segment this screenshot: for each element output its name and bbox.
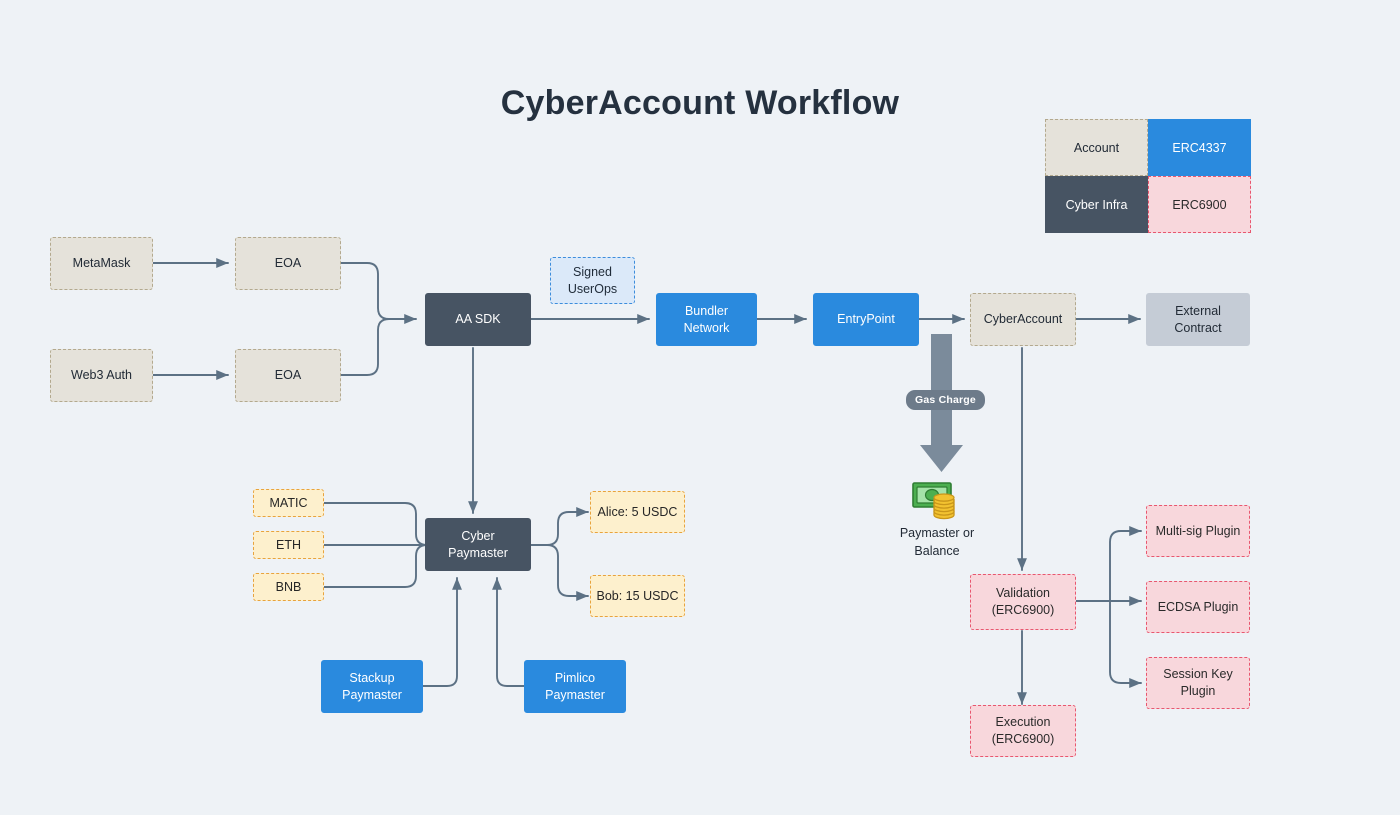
node-label-external-line1: External	[1175, 303, 1221, 318]
node-session-key-plugin[interactable]: Session Key Plugin	[1146, 657, 1250, 709]
node-label-external-line2: Contract	[1174, 320, 1222, 335]
page-title: CyberAccount Workflow	[500, 84, 900, 122]
node-label-ecdsa: ECDSA Plugin	[1157, 599, 1239, 614]
paymaster-balance-caption: Paymaster or Balance	[862, 524, 1012, 560]
node-label-pimlico-line2: Paymaster	[545, 687, 605, 702]
node-ecdsa-plugin[interactable]: ECDSA Plugin	[1146, 581, 1250, 633]
legend-label-erc4337: ERC4337	[1172, 140, 1227, 155]
node-matic[interactable]: MATIC	[253, 489, 324, 517]
legend-cell-erc6900: ERC6900	[1148, 176, 1251, 233]
node-eth[interactable]: ETH	[253, 531, 324, 559]
node-label-cyber-paymaster-line2: Paymaster	[448, 545, 508, 560]
node-web3-auth[interactable]: Web3 Auth	[50, 349, 153, 402]
node-eoa-bottom[interactable]: EOA	[235, 349, 341, 402]
node-metamask[interactable]: MetaMask	[50, 237, 153, 290]
node-stackup-paymaster[interactable]: Stackup Paymaster	[321, 660, 423, 713]
legend-cell-account: Account	[1045, 119, 1148, 176]
node-label-pimlico-line1: Pimlico	[554, 670, 596, 685]
node-label-sessionkey-line1: Session Key	[1163, 667, 1233, 682]
node-label-execution-line1: Execution	[995, 715, 1051, 730]
node-label-alice: Alice: 5 USDC	[597, 504, 678, 519]
node-aa-sdk[interactable]: AA SDK	[425, 293, 531, 346]
paymaster-balance-line2: Balance	[914, 544, 960, 559]
node-multisig-plugin[interactable]: Multi-sig Plugin	[1146, 505, 1250, 557]
node-entrypoint[interactable]: EntryPoint	[813, 293, 919, 346]
node-label-execution-line2: (ERC6900)	[991, 732, 1055, 746]
node-label-validation-line1: Validation	[996, 586, 1050, 601]
money-banknote-coins-icon	[911, 476, 963, 522]
node-label-stackup-line2: Paymaster	[342, 687, 402, 702]
node-label-eoa-bottom: EOA	[274, 368, 302, 383]
legend-label-account: Account	[1073, 140, 1120, 155]
node-label-aa-sdk: AA SDK	[455, 312, 501, 327]
node-label-cyber-paymaster-line1: Cyber	[461, 528, 495, 543]
node-label-metamask: MetaMask	[72, 256, 131, 271]
node-label-matic: MATIC	[269, 495, 308, 510]
node-bundler-network[interactable]: Bundler Network	[656, 293, 757, 346]
node-eoa-top[interactable]: EOA	[235, 237, 341, 290]
node-label-bnb: BNB	[275, 579, 302, 594]
node-label-eoa-top: EOA	[274, 256, 302, 271]
node-label-bob: Bob: 15 USDC	[596, 588, 679, 603]
node-bob-balance[interactable]: Bob: 15 USDC	[590, 575, 685, 617]
node-label-stackup-line1: Stackup	[349, 670, 395, 685]
node-label-sessionkey-line2: Plugin	[1180, 684, 1216, 698]
node-label-signed-userops-line2: UserOps	[567, 281, 618, 296]
node-label-multisig: Multi-sig Plugin	[1155, 523, 1241, 538]
legend-label-erc6900: ERC6900	[1172, 197, 1227, 212]
legend-cell-cyber-infra: Cyber Infra	[1045, 176, 1148, 233]
node-alice-balance[interactable]: Alice: 5 USDC	[590, 491, 685, 533]
node-label-validation-line2: (ERC6900)	[991, 603, 1055, 617]
paymaster-balance-line1: Paymaster or	[899, 526, 975, 540]
node-label-eth: ETH	[276, 537, 301, 552]
node-label-signed-userops-line1: Signed	[573, 264, 612, 279]
node-execution-erc6900[interactable]: Execution (ERC6900)	[970, 705, 1076, 757]
node-validation-erc6900[interactable]: Validation (ERC6900)	[970, 574, 1076, 630]
legend-cell-erc4337: ERC4337	[1148, 119, 1251, 176]
legend: Account ERC4337 Cyber Infra ERC6900	[1045, 119, 1251, 234]
node-cyberaccount[interactable]: CyberAccount	[970, 293, 1076, 346]
legend-label-cyber-infra: Cyber Infra	[1065, 197, 1128, 212]
node-pimlico-paymaster[interactable]: Pimlico Paymaster	[524, 660, 626, 713]
node-signed-userops: Signed UserOps	[550, 257, 635, 304]
node-label-entrypoint: EntryPoint	[837, 312, 895, 327]
gas-charge-label: Gas Charge	[906, 390, 985, 410]
node-label-bundler-line1: Bundler	[684, 303, 729, 318]
node-label-bundler-line2: Network	[683, 320, 730, 335]
node-bnb[interactable]: BNB	[253, 573, 324, 601]
node-label-cyberaccount: CyberAccount	[983, 312, 1063, 327]
node-cyber-paymaster[interactable]: Cyber Paymaster	[425, 518, 531, 571]
node-label-web3-auth: Web3 Auth	[71, 368, 132, 383]
node-external-contract[interactable]: External Contract	[1146, 293, 1250, 346]
